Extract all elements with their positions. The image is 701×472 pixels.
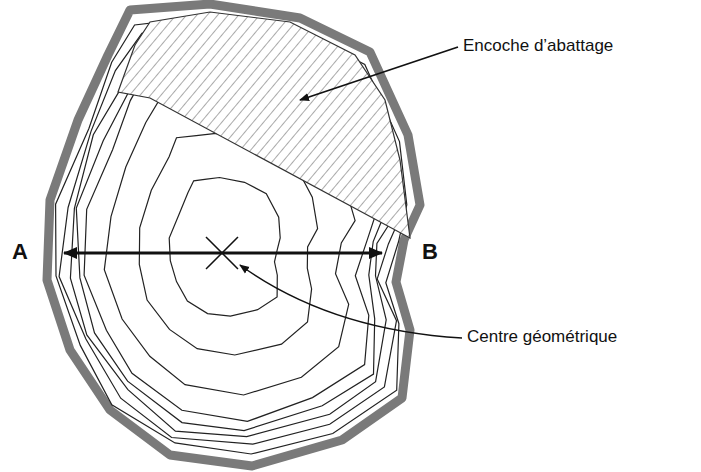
center-cross: [206, 237, 238, 269]
felling-notch-hatch: [118, 12, 410, 238]
notch-label: Encoche d’abattage: [463, 36, 613, 56]
diameter-line: [206, 252, 382, 255]
leader-line: [240, 265, 462, 338]
felling-notch: [118, 12, 410, 238]
diameter-line: [64, 252, 206, 255]
point-label: B: [422, 239, 438, 265]
growth-ring: [169, 178, 280, 317]
leader-line: [300, 47, 458, 100]
point-label: A: [12, 239, 28, 265]
center-label: Centre géométrique: [467, 327, 617, 347]
bark-outline: [47, 4, 420, 466]
